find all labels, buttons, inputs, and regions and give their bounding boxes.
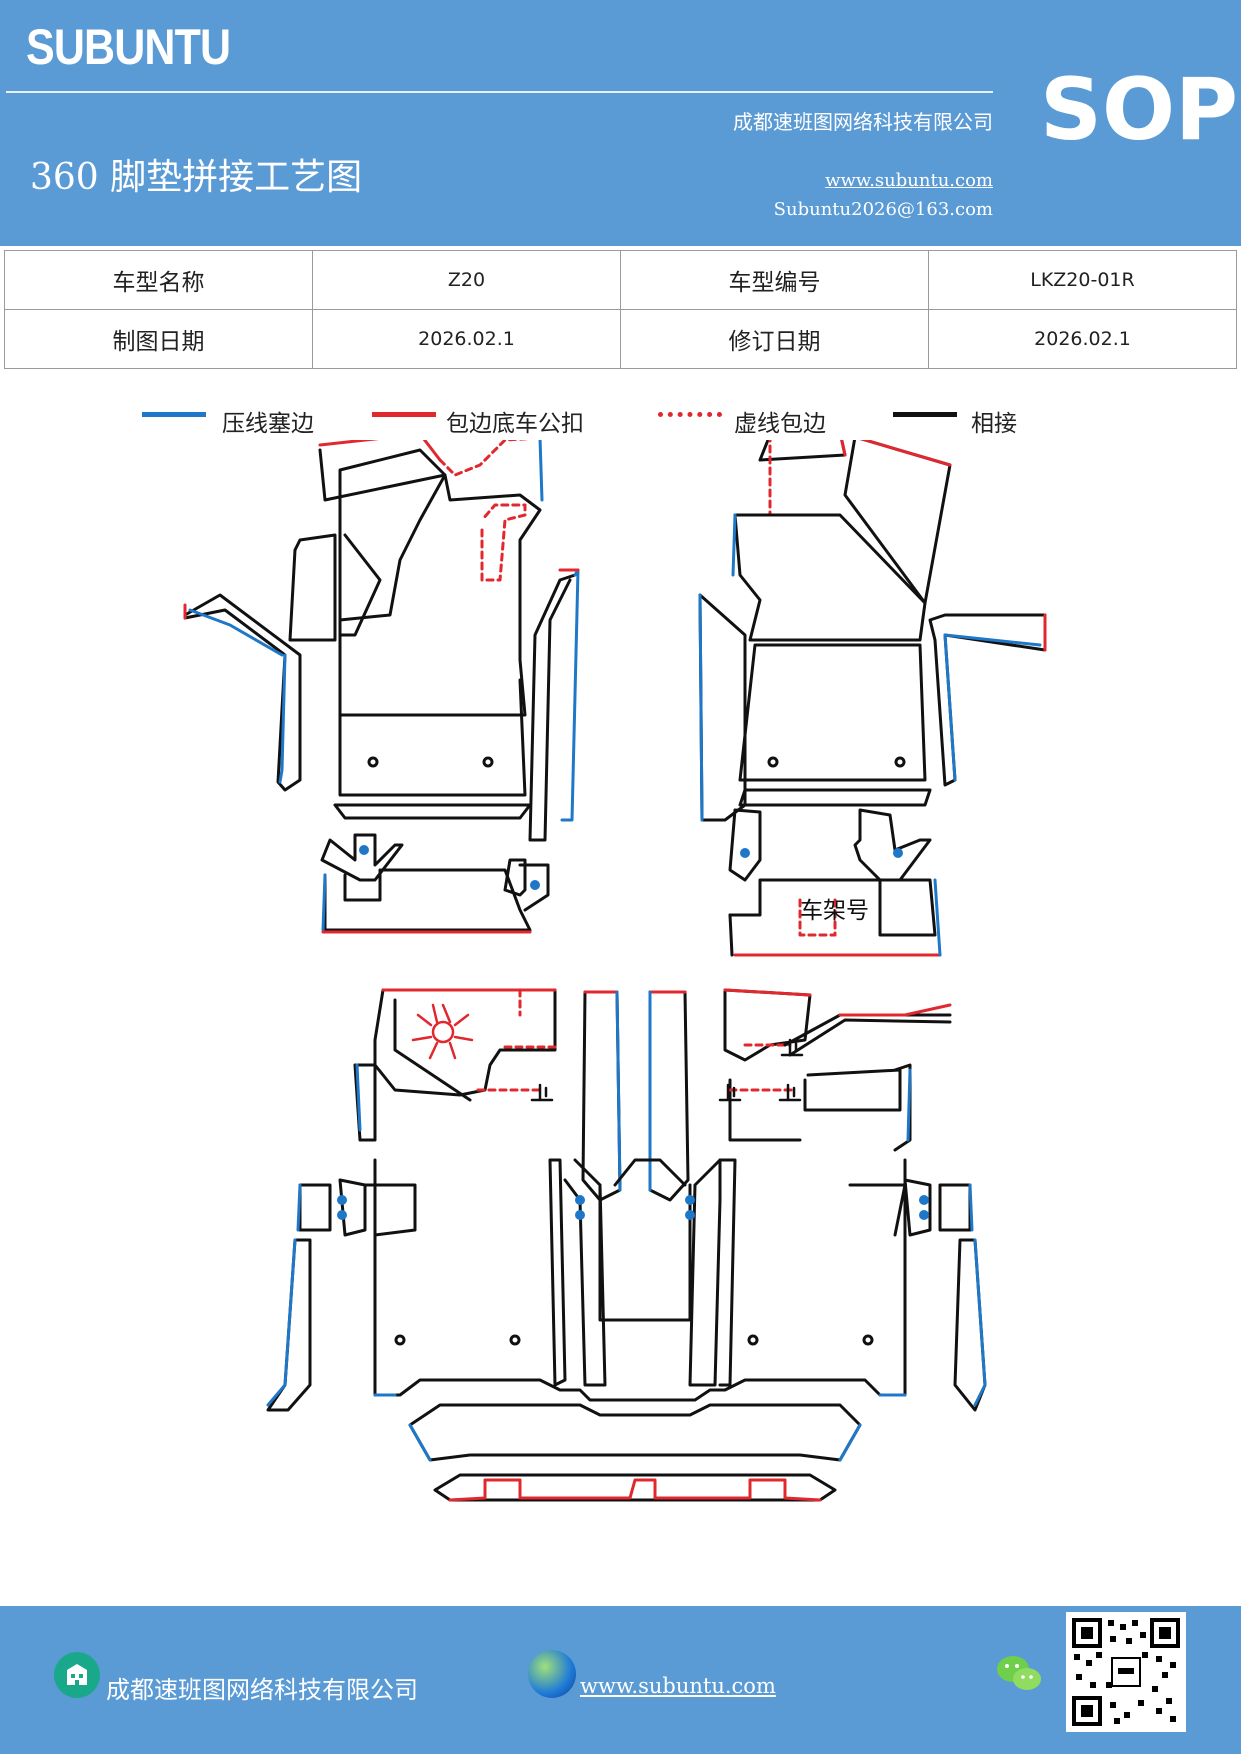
- legend: 压线塞边 包边底车公扣 虚线包边 相接: [0, 400, 1241, 440]
- brand-logo-text: SUBUNTU: [26, 19, 231, 75]
- legend-label: 相接: [971, 411, 1017, 437]
- frame-number-label: 车架号: [800, 898, 869, 924]
- building-icon-glyph: [67, 1664, 87, 1685]
- header-divider: [6, 91, 993, 93]
- building-icon: [54, 1652, 100, 1698]
- legend-swatch-black: [893, 412, 957, 417]
- mat-piece-center-tunnel: [581, 990, 690, 1202]
- legend-label: 压线塞边: [222, 411, 314, 437]
- header-company: 成都速班图网络科技有限公司: [733, 110, 993, 134]
- legend-label: 包边底车公扣: [446, 411, 584, 437]
- sun-emblem-icon: [411, 1003, 474, 1060]
- mat-piece-rear-bench: [408, 1403, 862, 1502]
- floor-mat-diagram: 车架号: [183, 440, 1047, 1502]
- qr-code-pattern: [1072, 1618, 1180, 1726]
- mat-hole: [482, 756, 494, 768]
- legend-swatch-red-dotted: [658, 412, 722, 417]
- mat-piece-front-right: [731, 440, 952, 807]
- mat-piece-front-left: [288, 440, 544, 820]
- mat-piece-rear-right-upper: [723, 988, 952, 1152]
- table-cell-value: Z20: [312, 250, 621, 310]
- globe-icon: [528, 1650, 576, 1698]
- doc-code: SOP: [1040, 60, 1239, 160]
- mat-piece-left-rail: [528, 568, 580, 842]
- info-table: 车型名称 Z20 车型编号 LKZ20-01R 制图日期 2026.02.1 修…: [4, 250, 1237, 369]
- mat-hole: [894, 756, 906, 768]
- table-cell-value: 2026.02.1: [928, 309, 1237, 369]
- page-title: 360 脚垫拼接工艺图: [30, 157, 363, 198]
- qr-code: [1066, 1612, 1186, 1732]
- header-email: Subuntu2026@163.com: [773, 199, 993, 220]
- legend-swatch-red: [372, 412, 436, 417]
- mat-clip: [893, 848, 903, 858]
- legend-label: 虚线包边: [734, 411, 826, 437]
- table-cell-label: 制图日期: [4, 309, 313, 369]
- table-cell-label: 修订日期: [620, 309, 929, 369]
- footer-company: 成都速班图网络科技有限公司: [106, 1676, 418, 1704]
- mat-clip: [740, 848, 750, 858]
- mat-piece-pedal-zone-right: [728, 808, 942, 957]
- wechat-icon[interactable]: [995, 1653, 1043, 1695]
- mat-hole: [367, 756, 379, 768]
- mat-clip: [530, 880, 540, 890]
- table-cell-label: 车型编号: [620, 250, 929, 310]
- header-website-link[interactable]: www.subuntu.com: [825, 170, 993, 191]
- mat-piece-left-strip: [183, 593, 302, 792]
- mat-piece-rear-left-upper: [353, 988, 557, 1142]
- legend-swatch-blue: [142, 412, 206, 417]
- table-row: 制图日期 2026.02.1 修订日期 2026.02.1: [4, 309, 1237, 369]
- mat-hole: [767, 756, 779, 768]
- table-cell-value: 2026.02.1: [312, 309, 621, 369]
- mat-clip: [359, 845, 369, 855]
- table-cell-label: 车型名称: [4, 250, 313, 310]
- mat-piece-rear-main: [266, 1158, 987, 1412]
- table-cell-value: LKZ20-01R: [928, 250, 1237, 310]
- mat-piece-right-rail: [698, 593, 747, 822]
- joint-markers: [530, 1038, 804, 1102]
- mat-piece-pedal-zone-left: [320, 833, 550, 934]
- table-row: 车型名称 Z20 车型编号 LKZ20-01R: [4, 250, 1237, 310]
- mat-piece-right-strip: [928, 613, 1047, 787]
- header-banner: SUBUNTU SOP 360 脚垫拼接工艺图 成都速班图网络科技有限公司 ww…: [0, 0, 1241, 246]
- footer-website-link[interactable]: www.subuntu.com: [580, 1674, 776, 1698]
